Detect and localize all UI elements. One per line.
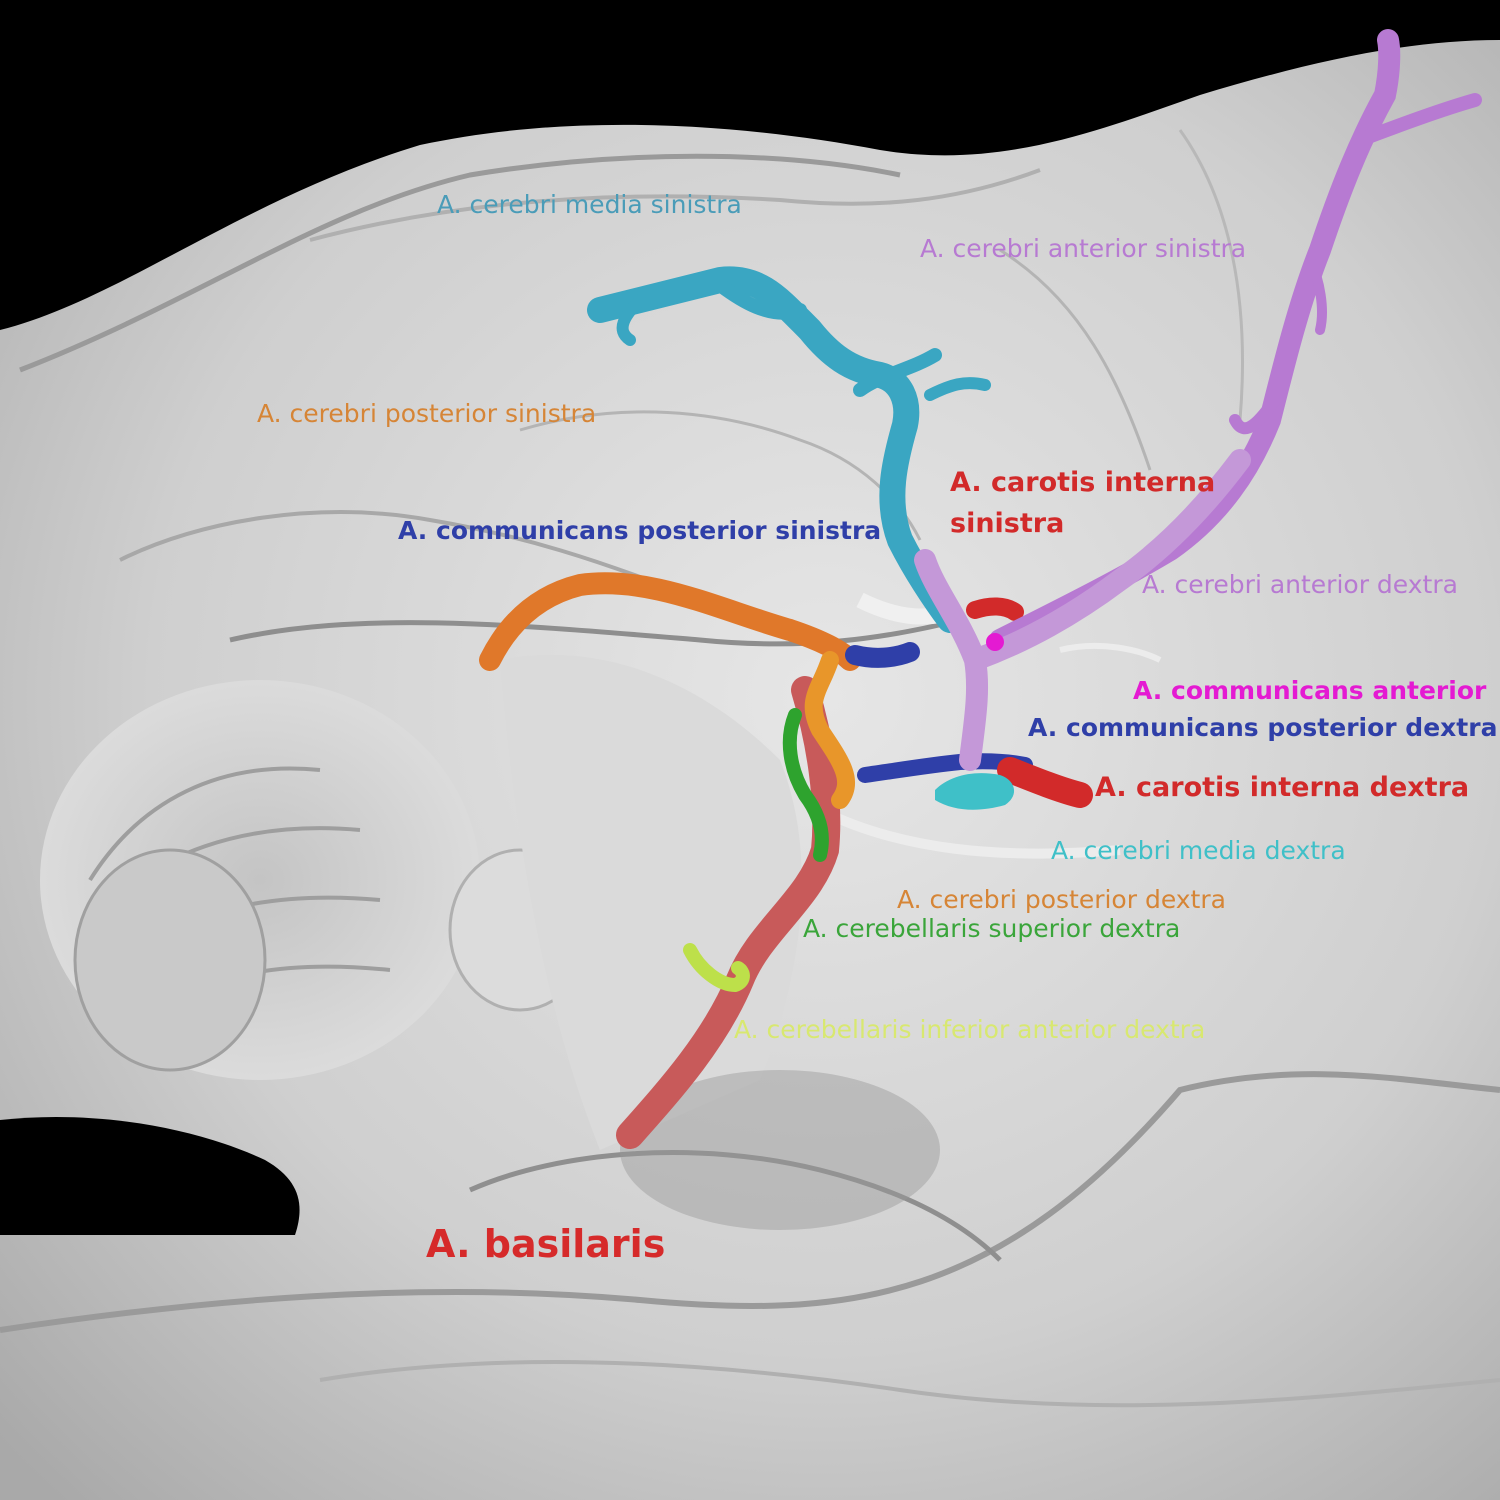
- cerebri-media-dextra-vessel: [935, 773, 1015, 810]
- label-cerebri-posterior-dextra: A. cerebri posterior dextra: [897, 885, 1226, 914]
- cerebri-anterior-dextra-vessel: [914, 449, 1251, 771]
- cerebellum-lobe: [73, 848, 267, 1072]
- label-cerebellaris-inferior-anterior-dextra: A. cerebellaris inferior anterior dextra: [734, 1015, 1206, 1044]
- fossa-shadow: [620, 1070, 940, 1230]
- cerebellaris-superior-dextra-vessel: [782, 708, 829, 862]
- label-communicans-posterior-sinistra: A. communicans posterior sinistra: [398, 516, 882, 545]
- carotis-interna-sinistra-vessel: [966, 597, 1024, 621]
- label-cerebri-posterior-sinistra: A. cerebri posterior sinistra: [257, 399, 597, 428]
- cortex-fold: [309, 168, 1041, 242]
- background-notch: [0, 1116, 300, 1235]
- label-carotis-interna-dextra: A. carotis interna dextra: [1095, 772, 1470, 803]
- cerebri-posterior-sinistra-vessel: [479, 572, 861, 671]
- label-carotis-interna-sinistra-line1: A. carotis interna: [950, 467, 1216, 498]
- communicans-anterior-vessel: [986, 633, 1004, 651]
- cortex-fold: [999, 248, 1152, 471]
- label-cerebri-anterior-sinistra: A. cerebri anterior sinistra: [920, 234, 1247, 263]
- label-cerebri-media-sinistra: A. cerebri media sinistra: [437, 190, 742, 219]
- label-cerebri-media-dextra: A. cerebri media dextra: [1051, 836, 1346, 865]
- cerebri-anterior-sinistra-branch: [1229, 394, 1281, 435]
- basilaris-vessel: [616, 676, 841, 1149]
- cerebri-anterior-sinistra-branch: [1305, 255, 1327, 335]
- label-basilaris: A. basilaris: [426, 1222, 666, 1266]
- carotis-interna-dextra-vessel: [997, 757, 1093, 808]
- skull-base-inner: [319, 1359, 1500, 1408]
- label-communicans-anterior: A. communicans anterior: [1133, 676, 1487, 705]
- label-cerebri-anterior-dextra: A. cerebri anterior dextra: [1142, 570, 1458, 599]
- nerve: [1059, 642, 1162, 663]
- cerebri-anterior-sinistra-branch: [1353, 93, 1482, 147]
- fossa: [468, 1150, 1002, 1262]
- cerebri-media-sinistra-branch: [924, 377, 991, 401]
- communicans-posterior-sinistra-vessel: [845, 642, 920, 668]
- nerve: [817, 805, 1121, 859]
- cortex-fold: [1178, 129, 1244, 421]
- cerebellum-folia: [78, 766, 391, 1032]
- skull-base-rim: [0, 1071, 1500, 1333]
- label-carotis-interna-sinistra-line2: sinistra: [950, 508, 1065, 539]
- cerebellaris-inferior-anterior-dextra-vessel: [683, 943, 750, 993]
- ventricle-edge: [229, 617, 961, 647]
- label-communicans-posterior-dextra: A. communicans posterior dextra: [1028, 713, 1498, 742]
- cortex-fold: [119, 510, 701, 602]
- cerebri-media-sinistra-branch: [616, 294, 646, 346]
- cerebri-posterior-dextra-vessel: [804, 651, 856, 809]
- cerebri-media-sinistra-branch: [853, 348, 942, 397]
- cortex-outline: [19, 153, 901, 373]
- cerebri-media-sinistra-branch: [713, 278, 807, 320]
- label-cerebellaris-superior-dextra: A. cerebellaris superior dextra: [803, 914, 1181, 943]
